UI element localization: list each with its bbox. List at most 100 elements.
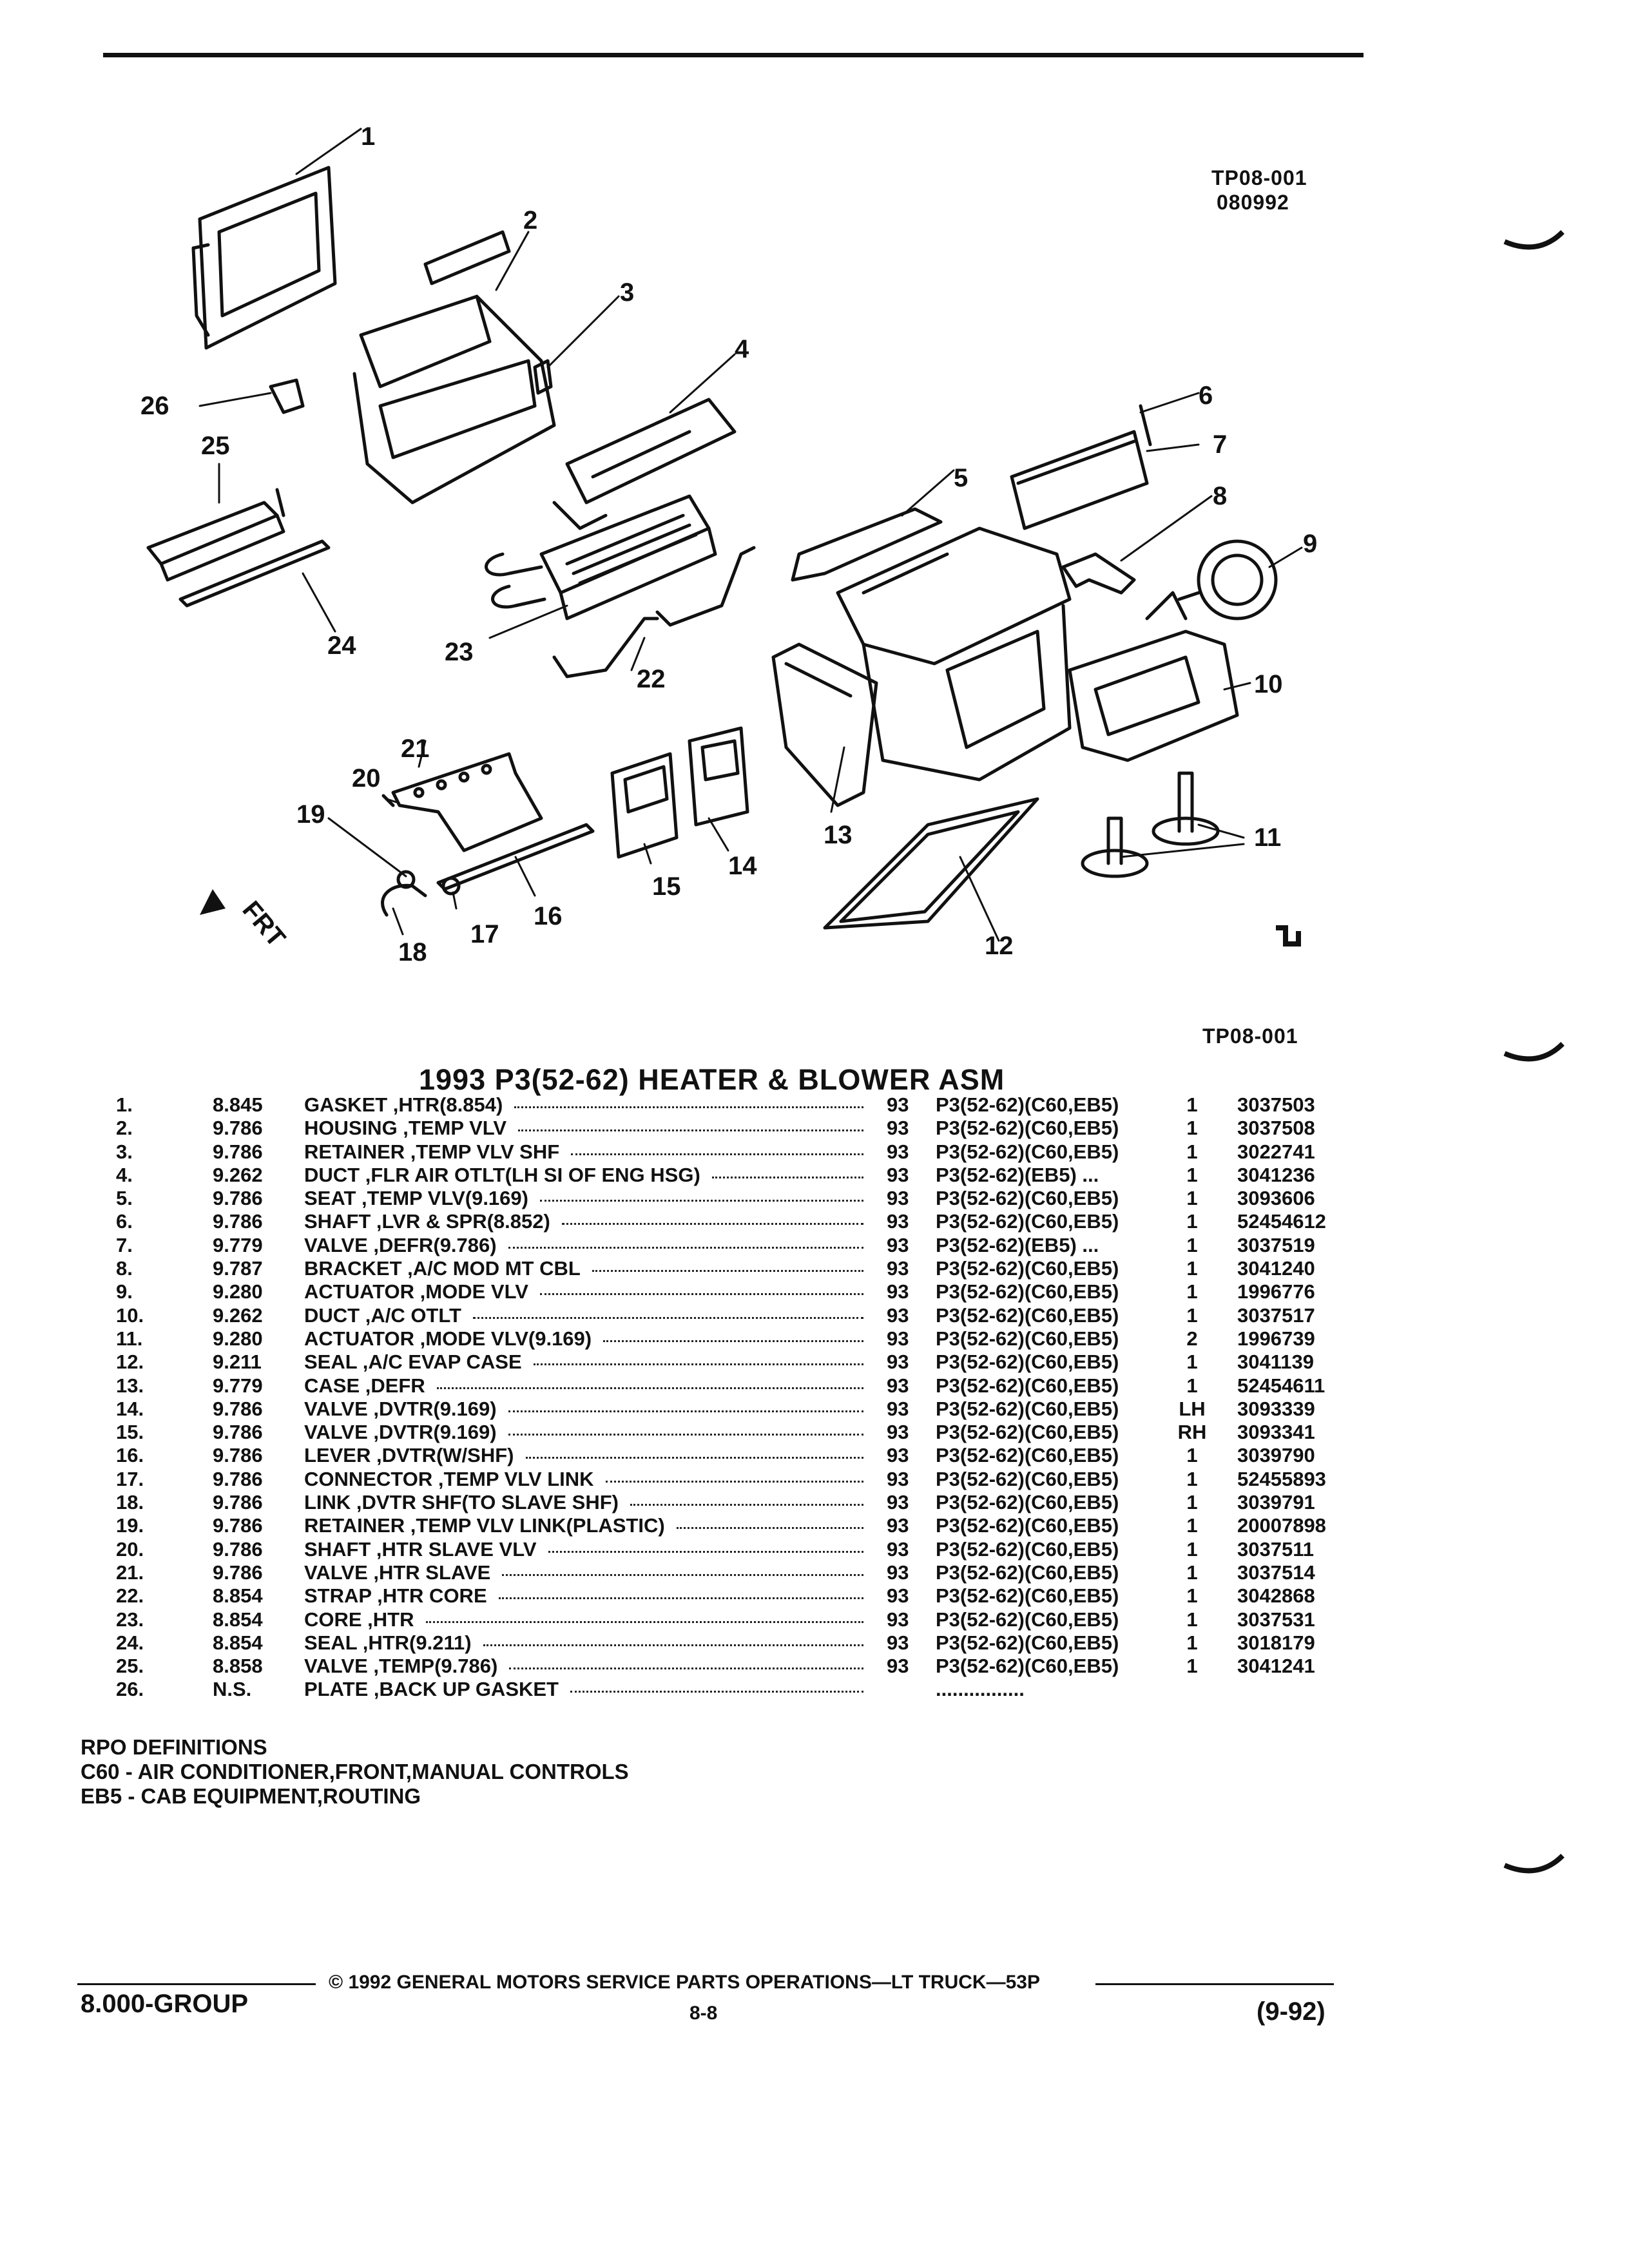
- part-number: 3037511: [1237, 1537, 1314, 1561]
- footer-date: (9-92): [1257, 1997, 1325, 2026]
- part-number-index: 19.: [116, 1514, 144, 1537]
- rpo-definitions: RPO DEFINITIONS C60 - AIR CONDITIONER,FR…: [81, 1735, 629, 1809]
- part-description: PLATE ,BACK UP GASKET: [304, 1678, 559, 1701]
- callout-16: 16: [534, 902, 563, 930]
- footer-rule-right: [1095, 1983, 1334, 1985]
- part-quantity: 1: [1186, 1584, 1198, 1608]
- part-application: ................: [936, 1678, 1025, 1701]
- part-year: 93: [887, 1163, 909, 1186]
- part-number: 3037514: [1237, 1561, 1315, 1584]
- dot-leader: [508, 1404, 863, 1412]
- part-application: P3(52-62)(C60,EB5): [936, 1257, 1119, 1280]
- part-number: 3041139: [1237, 1350, 1314, 1374]
- part-group: 9.786: [213, 1561, 263, 1584]
- part-quantity: 2: [1186, 1327, 1198, 1350]
- dot-leader: [539, 1193, 863, 1202]
- dot-leader: [436, 1381, 863, 1389]
- part-quantity: 1: [1186, 1257, 1198, 1280]
- part-connector: [441, 876, 461, 896]
- part-description: VALVE ,DVTR(9.169): [304, 1421, 497, 1444]
- parts-row: 26.N.S.PLATE ,BACK UP GASKET............…: [116, 1678, 1379, 1701]
- part-description: LEVER ,DVTR(W/SHF): [304, 1444, 514, 1467]
- part-quantity: 1: [1186, 1444, 1198, 1467]
- part-number-index: 25.: [116, 1655, 144, 1678]
- part-backup-plate: [269, 378, 305, 414]
- footer-page-number: 8-8: [689, 2003, 718, 2024]
- part-application: P3(52-62)(C60,EB5): [936, 1584, 1119, 1608]
- part-description: SEAT ,TEMP VLV(9.169): [304, 1187, 528, 1210]
- part-number: 3018179: [1237, 1631, 1315, 1654]
- part-number-index: 10.: [116, 1303, 144, 1327]
- part-group: 9.786: [213, 1187, 263, 1210]
- part-number: 3037503: [1237, 1093, 1315, 1116]
- part-number-index: 11.: [116, 1327, 143, 1350]
- part-description: RETAINER ,TEMP VLV SHF: [304, 1140, 560, 1163]
- dot-leader: [483, 1638, 863, 1646]
- part-seal-heater: [178, 539, 331, 608]
- callout-6: 6: [1199, 381, 1213, 410]
- part-description: SHAFT ,HTR SLAVE VLV: [304, 1537, 537, 1561]
- callout-7: 7: [1213, 430, 1228, 459]
- part-year: 93: [887, 1421, 909, 1444]
- part-strap-a: [552, 617, 659, 678]
- part-quantity: LH: [1179, 1397, 1206, 1420]
- part-quantity: 1: [1186, 1608, 1198, 1631]
- dot-leader: [630, 1497, 863, 1506]
- dot-leader: [571, 1147, 863, 1155]
- punch-mark-icon: [1503, 1042, 1565, 1062]
- part-number-index: 22.: [116, 1584, 144, 1608]
- rpo-heading: RPO DEFINITIONS: [81, 1735, 267, 1759]
- part-quantity: 1: [1186, 1233, 1198, 1256]
- part-number-index: 1.: [116, 1093, 133, 1116]
- footer-rule-left: [77, 1983, 316, 1985]
- part-group: 9.280: [213, 1280, 263, 1303]
- part-quantity: 1: [1186, 1163, 1198, 1186]
- callout-14: 14: [728, 852, 757, 880]
- part-number-index: 5.: [116, 1187, 133, 1210]
- part-year: 93: [887, 1093, 909, 1116]
- part-group: 9.786: [213, 1467, 263, 1490]
- part-year: 93: [887, 1233, 909, 1256]
- part-year: 93: [887, 1187, 909, 1210]
- part-number: 3037508: [1237, 1117, 1315, 1140]
- part-gasket: [191, 166, 337, 350]
- part-number: 3041240: [1237, 1257, 1315, 1280]
- part-quantity: 1: [1186, 1537, 1198, 1561]
- part-description: HOUSING ,TEMP VLV: [304, 1117, 507, 1140]
- part-number: 20007898: [1237, 1514, 1326, 1537]
- part-description: CASE ,DEFR: [304, 1374, 425, 1397]
- part-number: 3041241: [1237, 1655, 1315, 1678]
- part-description: CONNECTOR ,TEMP VLV LINK: [304, 1467, 594, 1490]
- part-quantity: 1: [1186, 1561, 1198, 1584]
- part-description: SEAL ,HTR(9.211): [304, 1631, 472, 1654]
- header-date-code: 080992: [1217, 191, 1289, 214]
- part-year: 93: [887, 1537, 909, 1561]
- part-number: 3039791: [1237, 1491, 1315, 1514]
- part-number-index: 20.: [116, 1537, 144, 1561]
- part-application: P3(52-62)(C60,EB5): [936, 1280, 1119, 1303]
- part-diverter-valve-lh: [688, 726, 749, 827]
- part-quantity: 1: [1186, 1140, 1198, 1163]
- part-year: 93: [887, 1210, 909, 1233]
- part-year: 93: [887, 1350, 909, 1374]
- part-quantity: 1: [1186, 1491, 1198, 1514]
- dot-leader: [425, 1615, 863, 1623]
- front-arrow-icon: [200, 889, 226, 915]
- callout-25: 25: [201, 432, 230, 460]
- punch-mark-icon: [1503, 1854, 1565, 1874]
- part-number-index: 15.: [116, 1421, 144, 1444]
- callout-3: 3: [620, 278, 635, 307]
- callout-5: 5: [954, 464, 969, 492]
- part-number-index: 2.: [116, 1117, 133, 1140]
- callout-17: 17: [470, 920, 499, 948]
- part-retainer-link: [396, 870, 416, 889]
